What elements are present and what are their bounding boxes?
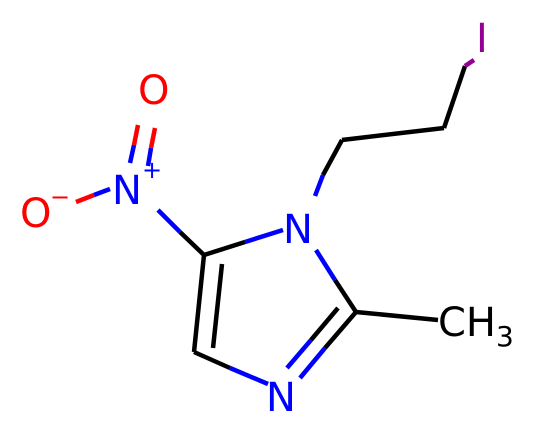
bond-n3-c2-inner-n (285, 338, 313, 370)
bond-nitro-n-o-single-o (75, 192, 95, 205)
bond-c5-nitro-n-n-part (156, 208, 182, 234)
bond-ch2-iodine-half (463, 58, 476, 68)
atom-iodine-label: I (476, 16, 488, 62)
bond-nitro-n-o-double-a-n (127, 144, 137, 164)
bond-c5-c4-inner (210, 263, 225, 349)
bond-ch2-n1 (321, 138, 344, 177)
bond-c4-n3-n-part (229, 365, 269, 387)
bond-c2-n1-n-part (314, 248, 337, 282)
bond-c2-n1 (333, 278, 358, 314)
atom-methyl-subscript: 3 (496, 320, 514, 353)
atom-nitro-o-single-charge: − (50, 183, 70, 211)
bond-n3-c2-inner (309, 306, 340, 342)
atom-nitro-n-label: N (112, 168, 142, 214)
bond-c4-n3 (193, 349, 231, 371)
bond-nitro-n-o-single-n (93, 186, 111, 198)
bond-c2-methyl (355, 309, 439, 323)
bond-ch2-n1-n-part (312, 174, 326, 197)
bond-n3-c2 (323, 310, 358, 350)
bond-n3-c2-n-part (298, 346, 327, 380)
atom-ring-n3-label: N (266, 375, 296, 421)
bond-c5-nitro-n (178, 230, 206, 257)
bond-nitro-n-o-double-a-o (131, 124, 141, 146)
atom-ring-n1-label: N (283, 207, 313, 253)
bond-ch2-ch2 (341, 125, 445, 143)
bond-nitro-n-o-double-b-o (148, 127, 158, 149)
bond-c5-c4 (191, 254, 207, 353)
atom-nitro-o-single-label: O (20, 191, 51, 237)
atom-methyl-label: CH3 (438, 300, 514, 353)
bond-n1-c5 (203, 239, 246, 258)
bond-n1-c5-n-part (244, 227, 284, 245)
atom-nitro-n-charge: + (142, 156, 162, 184)
bond-nitro-n-o-double-b-n (145, 147, 154, 167)
atom-nitro-o-double-label: O (138, 68, 169, 114)
atom-methyl-symbol: CH (438, 300, 496, 346)
bond-iodine-ch2 (441, 65, 468, 129)
